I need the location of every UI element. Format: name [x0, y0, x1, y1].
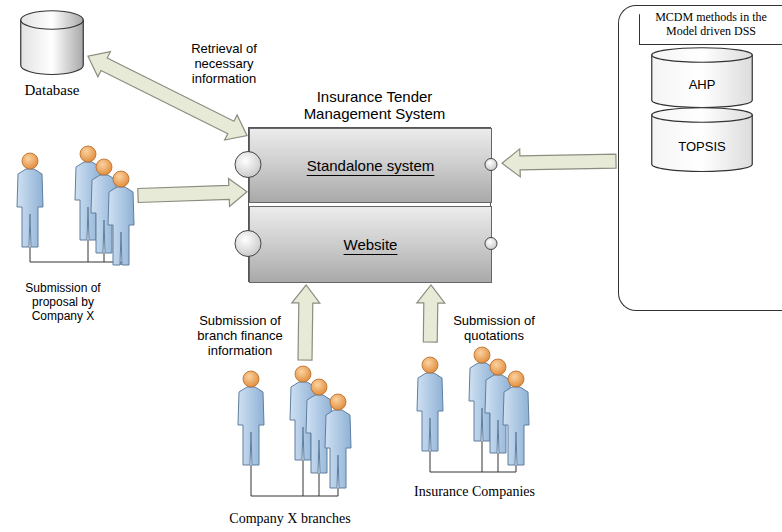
- person-body: [17, 169, 43, 247]
- header-rule: [639, 44, 782, 45]
- text-wrap: Company X branches: [205, 511, 375, 527]
- cylinder-outline: [20, 10, 84, 76]
- people-node: Insurance Companies: [412, 344, 537, 474]
- block-arrow: [138, 178, 247, 206]
- port-circle: [485, 238, 497, 250]
- block-arrow: [417, 285, 445, 342]
- port-circle: [235, 231, 261, 257]
- text-wrap: Insurance Tender Management System: [292, 88, 457, 123]
- band-label: Standalone system: [307, 157, 435, 174]
- person-body: [503, 387, 529, 465]
- base-line: [430, 472, 516, 473]
- person-head: [295, 366, 311, 382]
- people-group: [17, 146, 134, 265]
- person-head: [330, 394, 346, 410]
- people-group: [238, 366, 351, 496]
- person-head: [243, 371, 259, 387]
- person-head: [80, 146, 96, 162]
- people-label: Submission of proposal by Company X: [11, 282, 115, 323]
- person-body: [417, 373, 443, 451]
- person-head: [490, 359, 506, 375]
- base-line: [251, 496, 338, 497]
- system-band: Website: [249, 206, 492, 283]
- text-wrap: Insurance Companies: [390, 484, 560, 500]
- edge-label-wrap: Submission of quotations: [446, 314, 542, 344]
- person-head: [422, 357, 438, 373]
- base-tick: [88, 240, 89, 262]
- database-label: Database: [2, 82, 102, 99]
- base-tick: [303, 460, 304, 496]
- people-node: Company X branches: [236, 362, 356, 502]
- base-tick: [30, 247, 31, 262]
- base-tick: [498, 453, 499, 472]
- base-tick: [338, 488, 339, 496]
- person-head: [474, 347, 490, 363]
- port-circle: [235, 152, 261, 178]
- header-rule: [639, 14, 640, 44]
- system-title: Insurance Tender Management System: [292, 88, 457, 123]
- edge-label: Submission of branch finance information: [188, 314, 292, 359]
- method-cylinder: TOPSIS: [651, 107, 753, 173]
- base-tick: [516, 465, 517, 472]
- method-label: AHP: [689, 78, 716, 93]
- port-circle: [485, 159, 497, 171]
- band-label: Website: [344, 236, 398, 253]
- person-head: [113, 171, 129, 187]
- edge-label: Submission of quotations: [446, 314, 542, 344]
- base-tick: [104, 253, 105, 262]
- method-label: TOPSIS: [678, 140, 725, 155]
- text-wrap: MCDM methods in the Model driven DSS: [645, 11, 777, 39]
- person-head: [311, 379, 327, 395]
- edge-label-wrap: Retrieval of necessary information: [176, 42, 272, 87]
- text-wrap: Database: [2, 82, 102, 99]
- text-wrap: Submission of proposal by Company X: [11, 282, 115, 323]
- block-arrow: [292, 285, 320, 360]
- people-label: Company X branches: [205, 511, 375, 527]
- person-body: [108, 187, 134, 265]
- people-node: Submission of proposal by Company X: [14, 143, 136, 268]
- person-head: [508, 371, 524, 387]
- database-cylinder: Database: [20, 10, 84, 76]
- dss-panel: MCDM methods in the Model driven DSS AHP T…: [618, 5, 782, 311]
- people-group: [417, 347, 529, 472]
- people-label: Insurance Companies: [390, 484, 560, 500]
- base-tick: [430, 451, 431, 472]
- base-tick: [482, 441, 483, 472]
- person-head: [96, 159, 112, 175]
- edge-label: Retrieval of necessary information: [176, 42, 272, 87]
- person-body: [325, 410, 351, 488]
- panel-title: MCDM methods in the Model driven DSS: [645, 11, 777, 39]
- base-tick: [319, 473, 320, 496]
- system-box: Insurance Tender Management SystemStanda…: [248, 127, 491, 282]
- edge-label-wrap: Submission of branch finance information: [188, 314, 292, 359]
- person-body: [238, 387, 264, 465]
- method-cylinder: AHP: [651, 47, 753, 109]
- block-arrow: [502, 149, 616, 177]
- base-line: [30, 262, 121, 263]
- base-tick: [251, 465, 252, 496]
- person-head: [22, 153, 38, 169]
- system-band: Standalone system: [249, 128, 492, 203]
